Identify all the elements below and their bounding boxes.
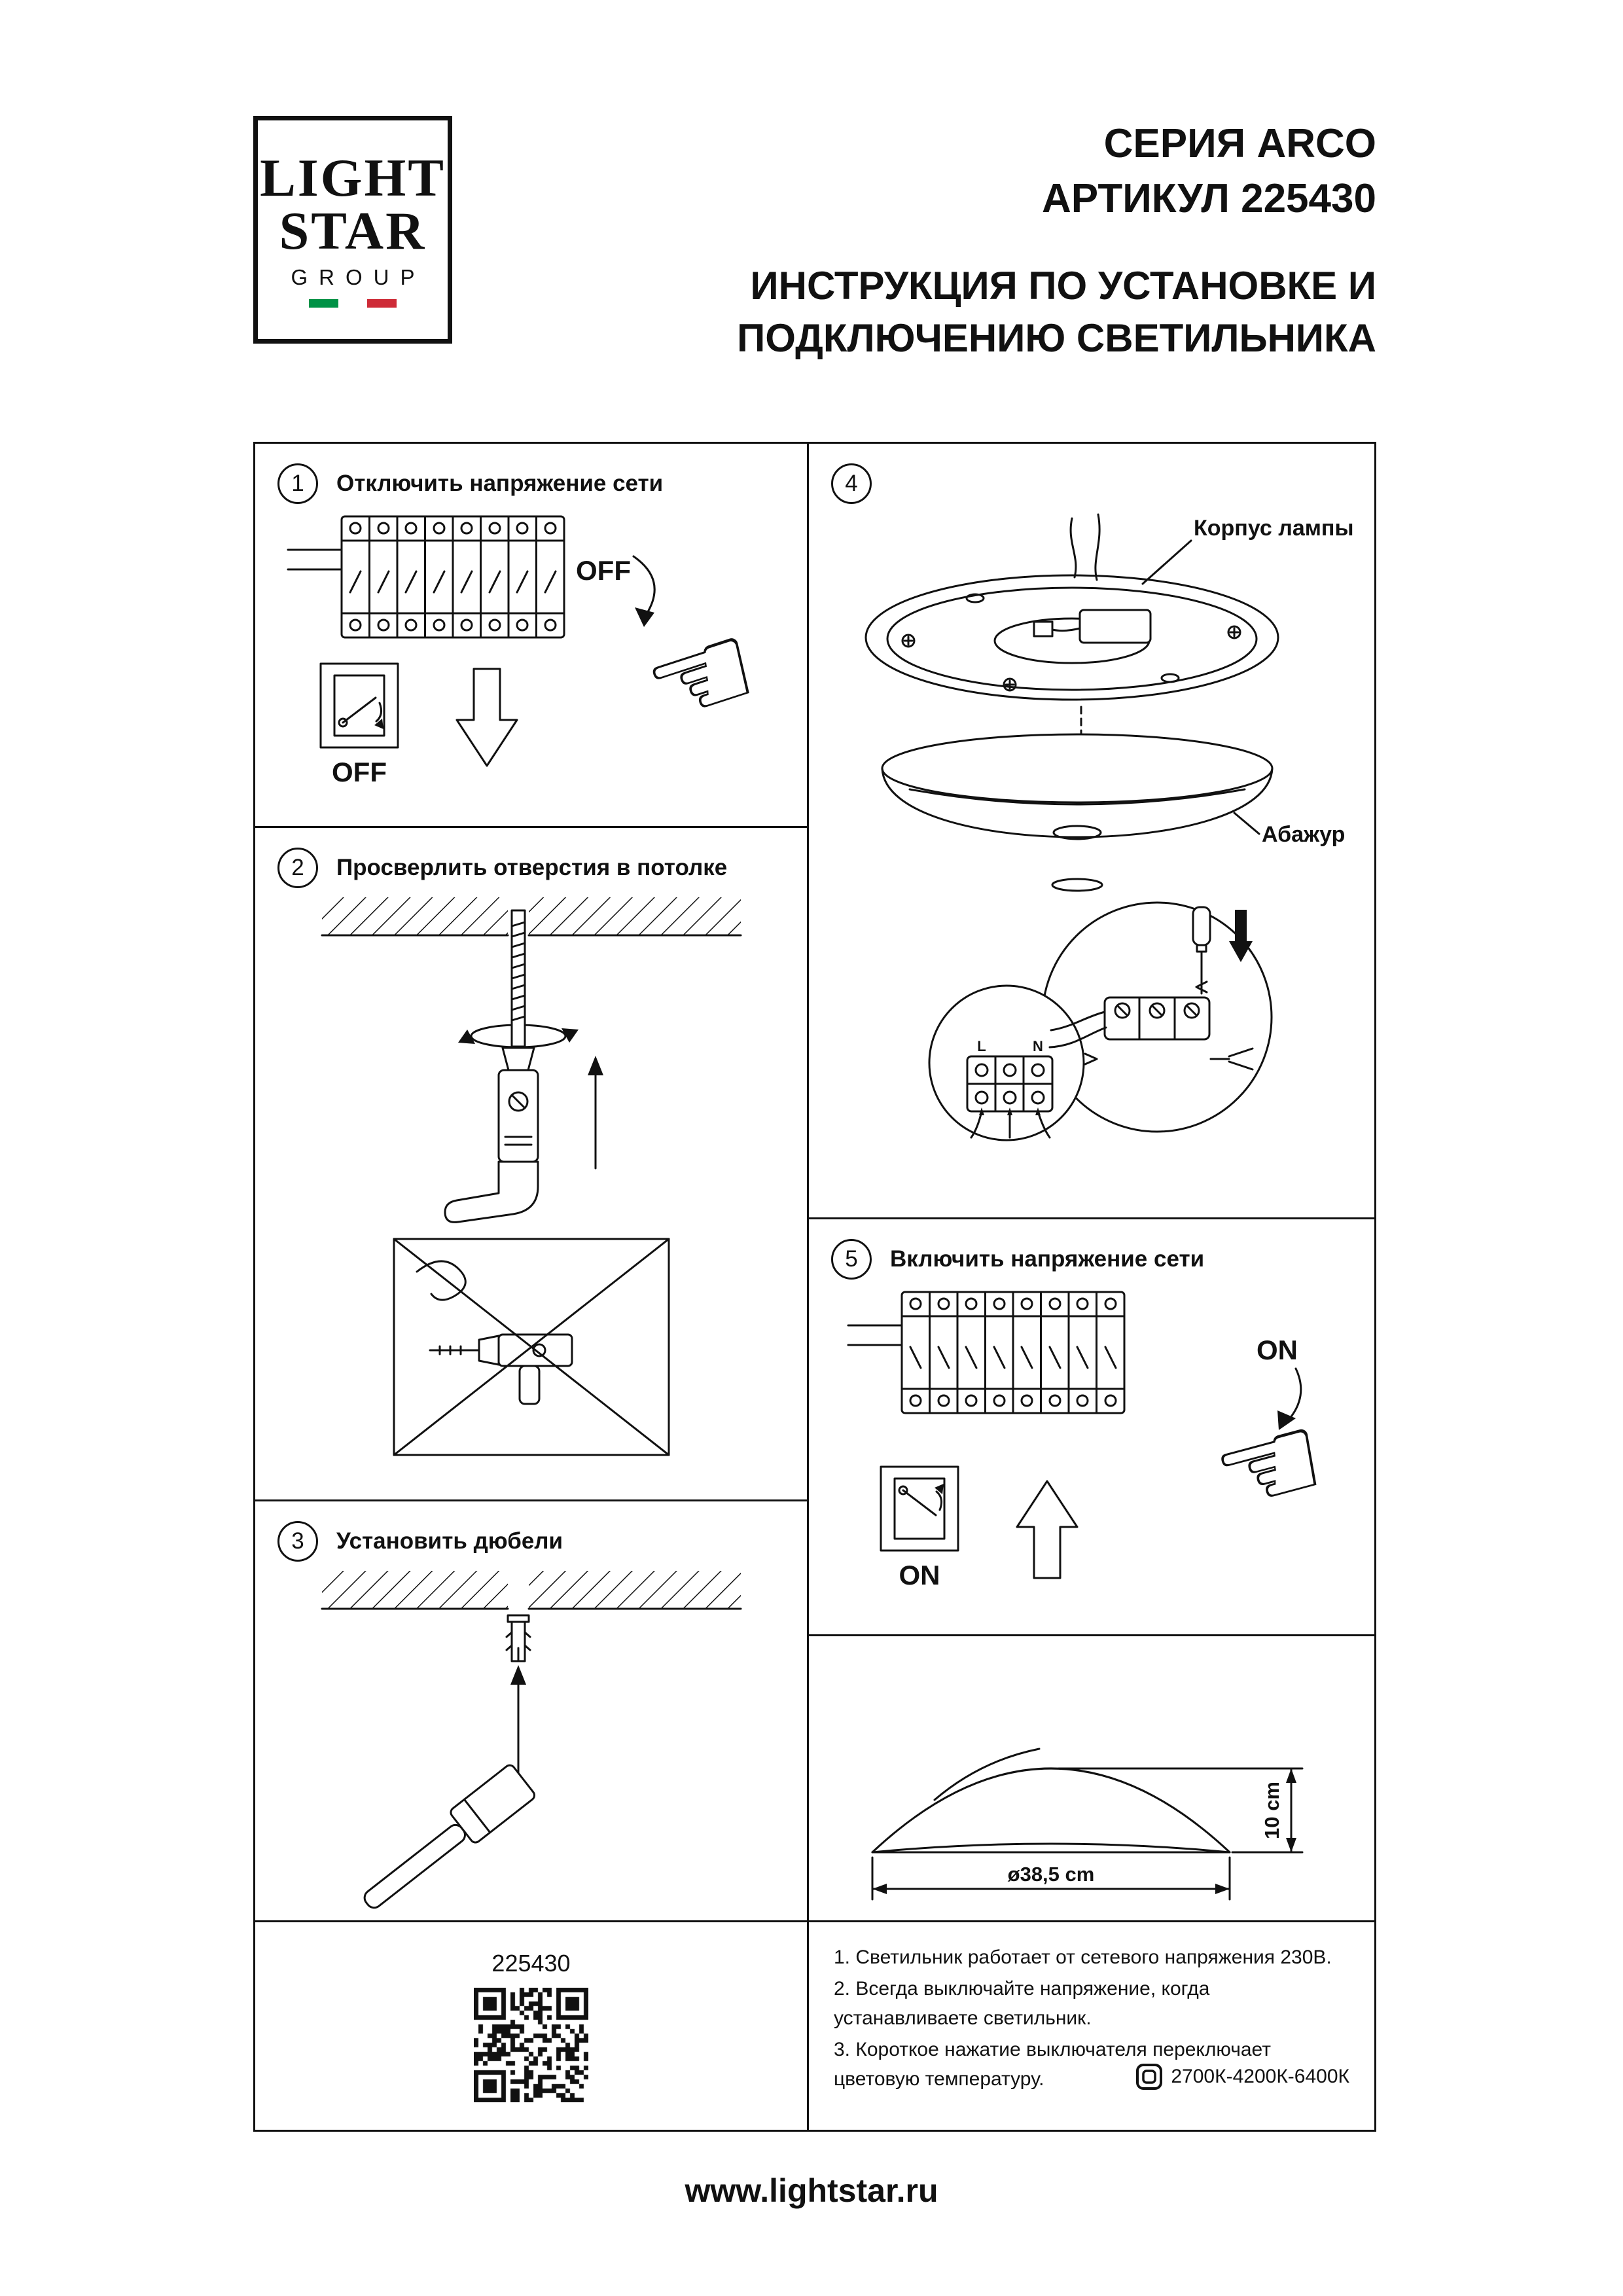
ceiling-hatch	[321, 897, 741, 935]
note-line-2: 2. Всегда выключайте напряжение, когда у…	[834, 1978, 1210, 2029]
supply-wires	[1069, 513, 1101, 581]
hidden-wire	[416, 1260, 467, 1301]
step1-title: Отключить напряжение сети	[336, 471, 664, 496]
ceiling-hatch	[321, 1571, 741, 1609]
down-arrow-icon	[455, 668, 518, 767]
note-line-1: 1. Светильник работает от сетевого напря…	[834, 1946, 1332, 1968]
wrong-method-crossed-box	[393, 1238, 669, 1456]
shade-label: Абажур	[1262, 822, 1345, 847]
logo-word-group: GROUP	[291, 264, 426, 289]
logo-word-light: LIGHT	[260, 148, 446, 208]
instruction-grid: 1 Отключить напряжение сети	[253, 442, 1376, 2132]
logo-word-star: STAR	[279, 200, 427, 260]
color-temperature-badge: 2700К-4200К-6400К	[1135, 2062, 1349, 2091]
instruction-title: ИНСТРУКЦИЯ ПО УСТАНОВКЕ И ПОДКЛЮЧЕНИЮ СВ…	[737, 260, 1376, 365]
notes-cell: 1. Светильник работает от сетевого напря…	[809, 1922, 1374, 2130]
qr-code	[474, 1988, 588, 2102]
article-number: 225430	[491, 1950, 571, 1977]
lamp-body	[865, 574, 1279, 701]
terminal-n-label: N	[1033, 1038, 1043, 1054]
step3-illustration-dowel	[321, 1570, 741, 1909]
press-down-arrow-icon	[1229, 910, 1253, 962]
instruction-title-line1: ИНСТРУКЦИЯ ПО УСТАНОВКЕ И	[750, 263, 1376, 308]
series-title: СЕРИЯ ARCO	[1103, 121, 1376, 166]
step2-number-badge: 2	[277, 848, 318, 888]
terminal-block-side	[1103, 996, 1211, 1041]
instruction-title-line2: ПОДКЛЮЧЕНИЮ СВЕТИЛЬНИКА	[737, 316, 1376, 361]
dimensions-illustration: 10 cm ø38,5 cm	[871, 1748, 1304, 1901]
document-header: СЕРИЯ ARCO АРТИКУЛ 225430 ИНСТРУКЦИЯ ПО …	[737, 117, 1376, 365]
fork-terminal	[1209, 1047, 1254, 1071]
hammer-icon	[363, 1764, 535, 1909]
lamp-shade	[881, 733, 1274, 892]
step5-illustration-breaker-on: ON ☜ ON	[847, 1291, 1342, 1590]
wall-switch-off-icon	[319, 662, 399, 749]
drill-grip	[444, 1160, 539, 1223]
step2-title: Просверлить отверстия в потолке	[336, 855, 728, 880]
terminal-l-label: L	[977, 1038, 986, 1054]
step5-number-badge: 5	[831, 1239, 872, 1280]
step1-cell: 1 Отключить напряжение сети	[255, 444, 807, 828]
step3-number-badge: 3	[277, 1521, 318, 1562]
breaker-on-label: ON	[1257, 1335, 1298, 1365]
up-arrow-icon	[510, 1665, 526, 1685]
lightstar-logo: LIGHT STAR GROUP	[253, 116, 452, 344]
note-line-3: 3. Короткое нажатие выключателя переключ…	[834, 2039, 1271, 2090]
height-label: 10 cm	[1260, 1782, 1283, 1839]
cross-out-icon	[393, 1238, 669, 1456]
switch-on-caption: ON	[899, 1560, 940, 1590]
drill-chuck	[501, 1047, 535, 1071]
wall-switch-on-icon	[880, 1465, 959, 1552]
screwdriver-icon	[1192, 906, 1211, 995]
drill-body	[497, 1069, 539, 1163]
diameter-dimension: ø38,5 cm	[871, 1856, 1231, 1901]
up-arrow-icon	[587, 1056, 603, 1075]
incoming-wires	[1048, 1011, 1107, 1049]
switch-off-caption: OFF	[332, 757, 387, 787]
step1-illustration-breaker-off: OFF ☜ OFF	[287, 515, 777, 787]
step4-cell: 4 Корпус лампы	[809, 444, 1374, 1219]
step2-illustration-drilling	[321, 896, 741, 1456]
website-url: www.lightstar.ru	[685, 2172, 938, 2209]
step2-cell: 2 Просверлить отверстия в потолке	[255, 828, 807, 1501]
lamp-profile	[871, 1748, 1231, 1854]
step3-cell: 3 Установить дюбели	[255, 1501, 807, 1922]
step5-cell: 5 Включить напряжение сети	[809, 1219, 1374, 1636]
height-dimension: 10 cm	[1058, 1767, 1304, 1854]
breaker-off-label: OFF	[576, 555, 631, 586]
article-title: АРТИКУЛ 225430	[1042, 176, 1376, 222]
lamp-body-label: Корпус лампы	[1194, 516, 1353, 541]
step3-title: Установить дюбели	[336, 1528, 563, 1554]
temperature-range: 2700К-4200К-6400К	[1171, 2065, 1349, 2087]
step5-title: Включить напряжение сети	[890, 1246, 1205, 1272]
led-driver	[1079, 609, 1152, 644]
step4-number-badge: 4	[831, 463, 872, 504]
step1-number-badge: 1	[277, 463, 318, 504]
step4-illustration-assembly: Корпус лампы	[865, 513, 1353, 1141]
barcode-cell: 225430	[255, 1922, 807, 2130]
italian-flag-icon	[309, 298, 397, 308]
dimensions-cell: 10 cm ø38,5 cm	[809, 1636, 1374, 1922]
color-temperature-switch-icon	[1136, 2063, 1163, 2090]
terminal-block-front: L N	[966, 1038, 1054, 1139]
diameter-label: ø38,5 cm	[1008, 1863, 1095, 1886]
connector-block	[1033, 620, 1054, 637]
pointing-hand-icon: ☜	[1197, 1382, 1342, 1551]
up-arrow-icon	[1016, 1480, 1079, 1579]
